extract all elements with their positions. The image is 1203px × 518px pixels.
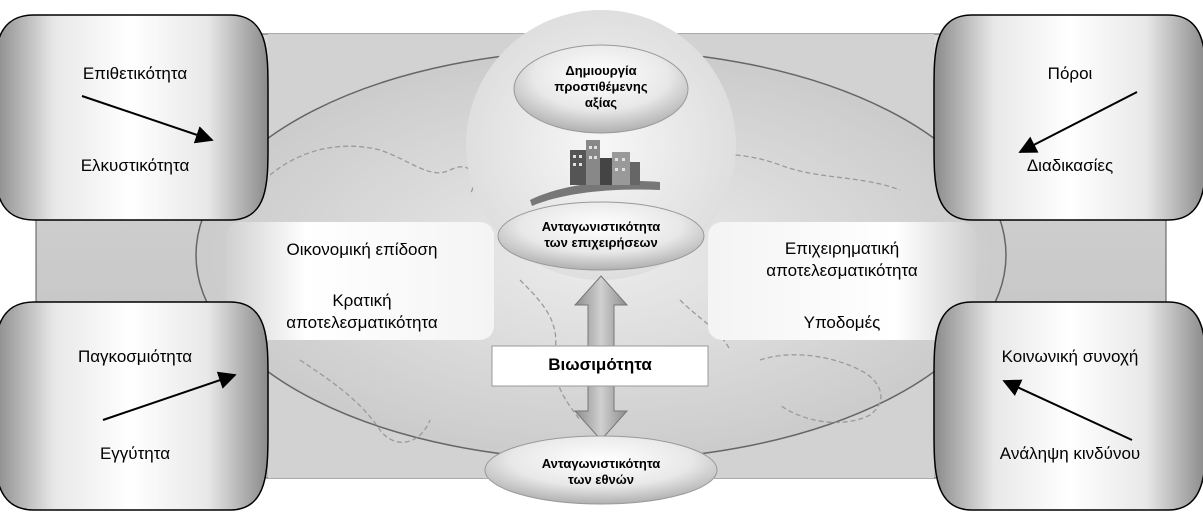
- left-top-label-bottom: Ελκυστικότητα: [80, 156, 190, 175]
- bottom-oval-line2: των εθνών: [568, 472, 634, 487]
- right-bottom-box: [933, 301, 1203, 511]
- left-panel: [226, 222, 494, 340]
- left-top-arrow: [81, 95, 214, 144]
- left-top-label-top: Επιθετικότητα: [82, 64, 188, 83]
- left-top-box: [0, 14, 269, 221]
- middle-oval-line1: Ανταγωνιστικότητα: [541, 219, 661, 234]
- top-oval: [513, 44, 689, 134]
- right-bottom-label-bottom: Ανάληψη κινδύνου: [999, 444, 1141, 463]
- city-buildings-icon: [530, 140, 660, 206]
- left-bottom-label-top: Παγκοσμιότητα: [77, 347, 193, 366]
- top-oval-line3: αξίας: [584, 95, 618, 110]
- right-bottom-label-top: Κοινωνική συνοχή: [1001, 347, 1139, 366]
- right-bottom-arrow: [1002, 379, 1133, 441]
- right-top-label-top: Πόροι: [1047, 64, 1093, 83]
- right-top-label-bottom: Διαδικασίες: [1026, 156, 1114, 175]
- bottom-oval-line1: Ανταγωνιστικότητα: [541, 456, 661, 471]
- top-oval-line1: Δημιουργία: [565, 63, 637, 78]
- right-top-arrow: [1018, 91, 1138, 153]
- bottom-oval: [484, 435, 718, 505]
- left-panel-line2: Κρατική: [332, 291, 392, 310]
- right-panel: [708, 222, 976, 340]
- left-panel-line3: αποτελεσματικότητα: [286, 313, 438, 332]
- right-panel-line1: Επιχειρηματική: [784, 239, 900, 258]
- left-bottom-box: [0, 301, 269, 511]
- right-top-box: [933, 14, 1203, 221]
- top-oval-line2: προστιθέμενης: [554, 79, 648, 94]
- left-bottom-arrow: [102, 371, 237, 421]
- left-bottom-label-bottom: Εγγύτητα: [99, 444, 171, 463]
- left-panel-line1: Οικονομική επίδοση: [286, 240, 438, 259]
- middle-oval: [497, 201, 705, 271]
- right-panel-line2: αποτελεσματικότητα: [766, 261, 918, 280]
- middle-oval-line2: των επιχειρήσεων: [544, 235, 658, 250]
- center-label: Βιωσιμότητα: [548, 355, 652, 374]
- center-label-box: [491, 345, 709, 387]
- right-panel-line3: Υποδομές: [803, 313, 881, 332]
